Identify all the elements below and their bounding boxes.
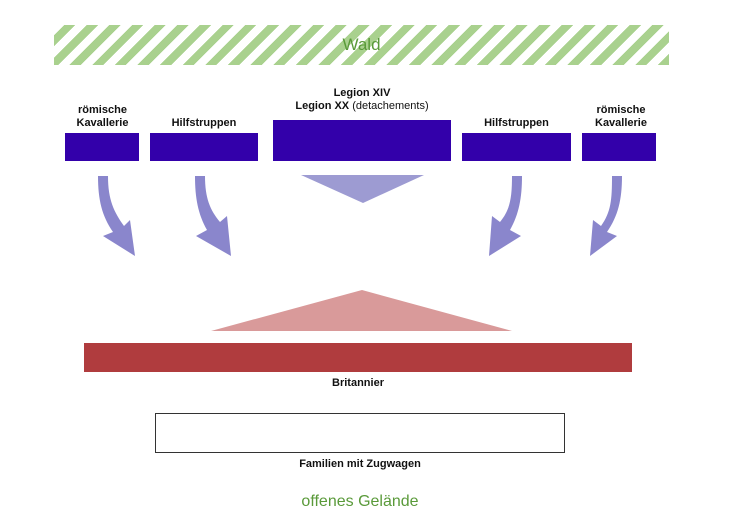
legion-wedge	[301, 175, 424, 203]
legion-xx-text: Legion XX	[295, 100, 350, 112]
left-auxiliaries-label: Hilfstruppen	[171, 117, 237, 129]
britons-block	[84, 343, 632, 372]
legion-detachements-text: (detachements)	[349, 100, 429, 112]
forest-label: Wald	[342, 35, 381, 54]
right-cavalry-label: römische Kavallerie	[575, 104, 667, 130]
right-auxiliaries-label: Hilfstruppen	[484, 117, 549, 129]
left-auxiliaries-block	[150, 133, 258, 161]
families-label: Familien mit Zugwagen	[299, 458, 421, 470]
right-cavalry-label-line2: Kavallerie	[595, 117, 647, 129]
left-cavalry-label-line1: römische	[78, 104, 127, 116]
legion-label-line1: Legion XIV	[333, 87, 391, 99]
right-cavalry-arrow	[590, 176, 622, 256]
right-cavalry-label-line1: römische	[596, 104, 646, 116]
left-cavalry-block	[65, 133, 139, 161]
left-cavalry-label-line2: Kavallerie	[76, 117, 129, 129]
open-ground-label: offenes Gelände	[301, 493, 419, 510]
legion-block	[273, 120, 451, 161]
right-cavalry-block	[582, 133, 656, 161]
legion-label: Legion XIV Legion XX (detachements)	[264, 87, 460, 113]
britons-label: Britannier	[332, 377, 384, 389]
legion-label-line2: Legion XX (detachements)	[264, 100, 460, 113]
families-wagons-box	[155, 413, 565, 453]
left-auxiliaries-arrow	[195, 176, 231, 256]
right-auxiliaries-arrow	[489, 176, 522, 256]
forest-band	[54, 25, 669, 65]
britons-wedge	[211, 290, 512, 331]
left-cavalry-arrow	[98, 176, 135, 256]
right-auxiliaries-block	[462, 133, 571, 161]
left-cavalry-label: römische Kavallerie	[60, 104, 145, 130]
